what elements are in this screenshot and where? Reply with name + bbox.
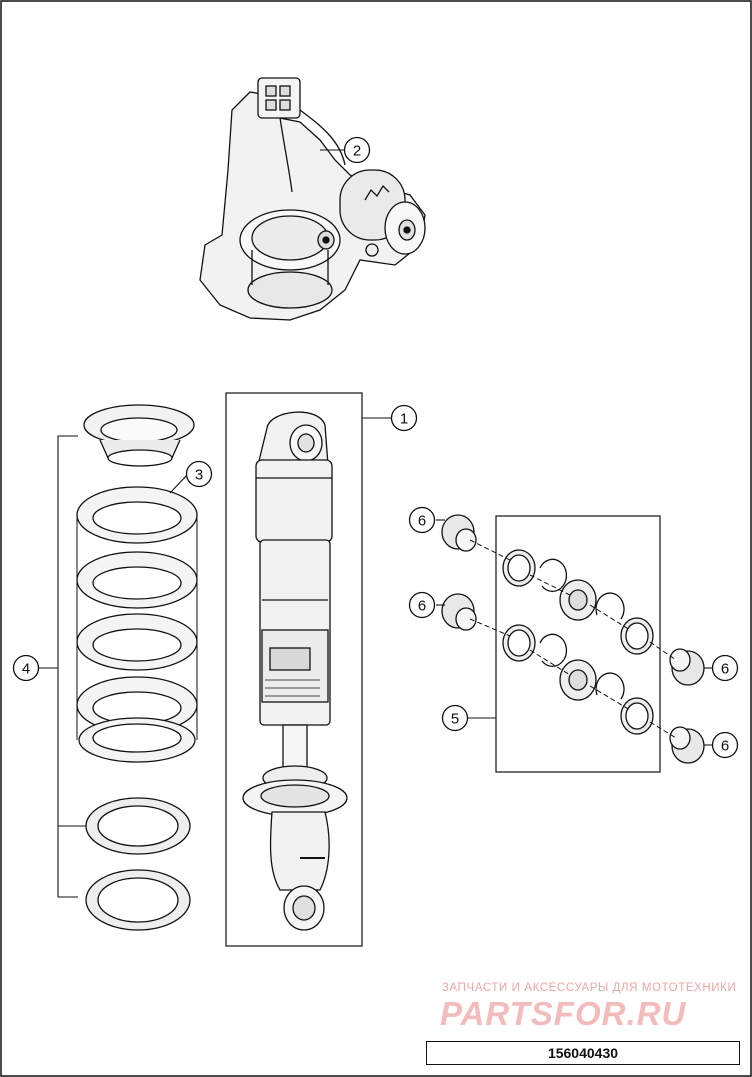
svg-text:1: 1 [400,411,408,428]
svg-text:2: 2 [353,143,361,160]
part-5-bearing-kit [502,549,654,735]
callout-6-lower-left: 6 [408,591,436,619]
part-4-washer-upper [85,797,191,855]
assembly-guide-lines [469,539,677,739]
part-1-frame [225,392,363,947]
watermark-site: PARTSFOR.RU [440,995,687,1032]
svg-text:6: 6 [721,738,729,755]
svg-text:5: 5 [451,711,459,728]
svg-text:6: 6 [418,513,426,530]
callout-1: 1 [390,404,418,432]
callout-6-upper-left: 6 [408,506,436,534]
callout-2: 2 [343,136,371,164]
part-5-frame [495,515,661,773]
part-4-spring-collar [83,404,195,467]
callout-5: 5 [441,704,469,732]
svg-text:6: 6 [418,598,426,615]
callout-6-lower-right: 6 [711,731,739,759]
part-2-adjuster-assembly [199,77,426,321]
watermark-tagline: ЗАПЧАСТИ И АКСЕССУАРЫ ДЛЯ МОТОТЕХНИКИ [442,982,737,994]
svg-text:6: 6 [721,661,729,678]
callout-3: 3 [185,460,213,488]
callout-6-upper-right: 6 [711,654,739,682]
part-6-bushings [441,514,705,764]
part-4-washer-lower [85,869,191,931]
diagram-code: 156040430 [426,1041,740,1065]
svg-text:4: 4 [22,661,30,678]
svg-text:3: 3 [195,467,203,484]
callout-leaders [39,149,712,898]
callout-4: 4 [12,654,40,682]
part-1-shock-absorber [242,411,348,931]
part-3-spring [76,486,198,763]
